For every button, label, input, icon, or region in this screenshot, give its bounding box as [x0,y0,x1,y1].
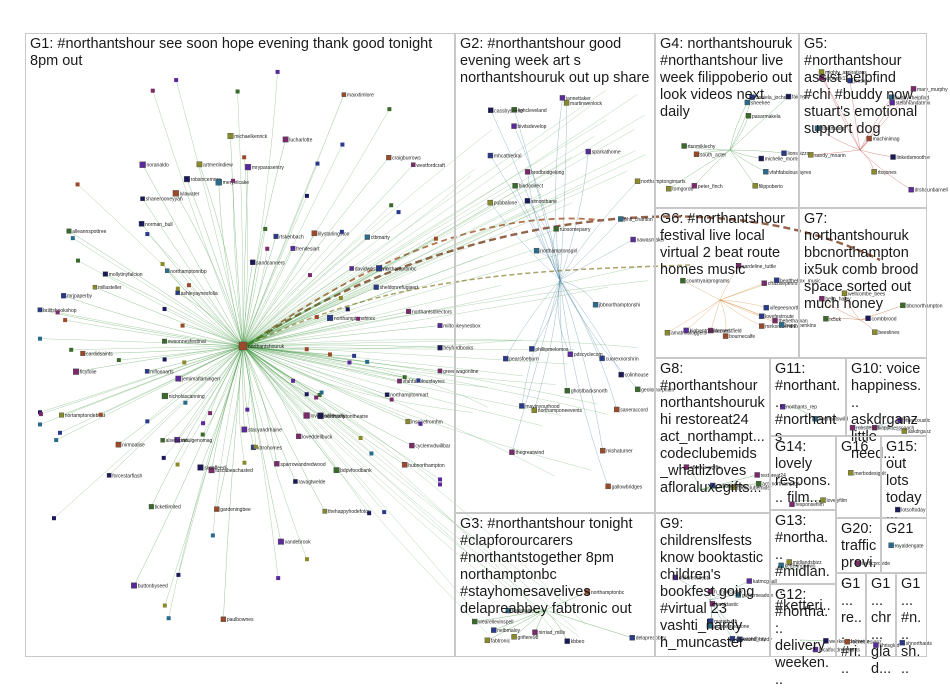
group-title-g21: G21 [886,521,923,538]
group-panel-g17: G1... re... #ri... [836,573,866,657]
group-panel-g19: G1... #n... sh... [896,573,927,657]
group-title-g2: G2: #northantshour good evening week art… [460,36,651,87]
group-panel-g8: G8: #northantshour northantshouruk hi re… [655,358,770,513]
group-panel-g4: G4: northantshouruk #northantshour live … [655,33,799,208]
group-panel-g12: G12: #northa... delivery weeken... [770,584,836,657]
group-title-g18: G1... chr... glad... [871,576,892,678]
group-title-g17: G1... re... #ri... [841,576,862,678]
group-panel-g3: G3: #northantshour tonight #clapforourca… [455,513,655,657]
group-title-g5: G5: #northantshour assist helpfind #chi … [804,36,923,138]
group-title-g1: G1: #northantshour see soon hope evening… [30,36,451,70]
group-panel-g15: G15: out lots today... [881,436,927,518]
group-panel-g14: G14: lovely respons... film... [770,436,836,510]
group-title-g12: G12: #northa... delivery weeken... [775,587,832,689]
group-panel-g6: G6: #northantshour festival live local v… [655,208,799,358]
group-title-g11: G11: #northant... #northants [775,361,842,446]
group-panel-g2: G2: #northantshour good evening week art… [455,33,655,513]
group-panel-g18: G1... chr... glad... [866,573,896,657]
group-title-g7: G7: northantshouruk bbcnorthampton ix5uk… [804,211,923,313]
group-title-g9: G9: childrenslfests know booktastic chil… [660,516,766,652]
group-panel-g16: G16 [836,436,881,518]
group-title-g14: G14: lovely respons... film... [775,439,832,507]
group-panel-g13: G13: #northa... #midlan... #ketteri... [770,510,836,584]
group-panel-g20: G20: traffic provi... [836,518,881,573]
group-panel-g10: G10: voice happiness... askdrganz little… [846,358,927,436]
group-title-g15: G15: out lots today... [886,439,923,524]
group-panel-g7: G7: northantshouruk bbcnorthampton ix5uk… [799,208,927,358]
group-title-g16: G16 [841,439,877,456]
group-title-g6: G6: #northantshour festival live local v… [660,211,795,279]
group-title-g19: G1... #n... sh... [901,576,923,678]
group-panel-g9: G9: childrenslfests know booktastic chil… [655,513,770,657]
group-title-g4: G4: northantshouruk #northantshour live … [660,36,795,121]
group-panel-g1: G1: #northantshour see soon hope evening… [25,33,455,657]
group-title-g8: G8: #northantshour northantshouruk hi re… [660,361,766,497]
group-panel-g21: G21 [881,518,927,573]
group-panel-g11: G11: #northant... #northants [770,358,846,436]
group-panel-g5: G5: #northantshour assist helpfind #chi … [799,33,927,208]
group-title-g3: G3: #northantshour tonight #clapforourca… [460,516,651,618]
